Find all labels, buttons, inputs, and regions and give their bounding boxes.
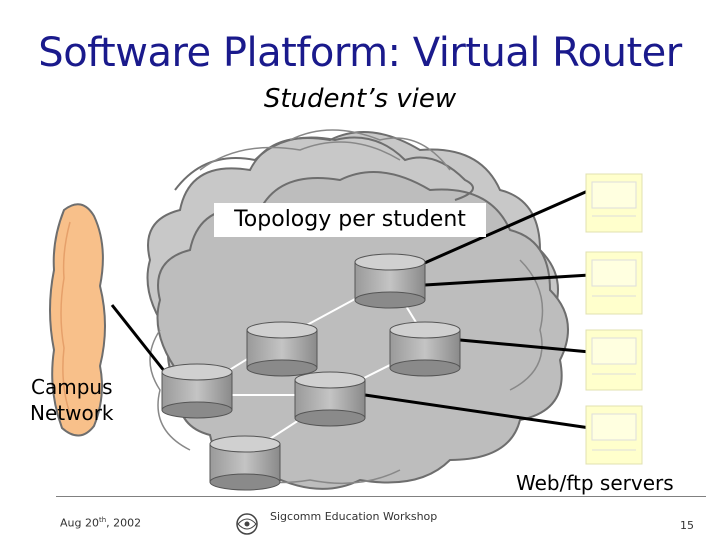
slide-title: Software Platform: Virtual Router [38,30,682,76]
web-ftp-server [585,251,643,315]
server-connector [424,273,591,287]
footer-date-main: Aug 20 [60,516,99,530]
web-ftp-server [585,173,643,233]
campus-label-line2: Network [30,401,114,425]
footer-event-name: Sigcomm Education Workshop [270,510,438,523]
router [354,253,426,309]
web-ftp-server [585,329,643,391]
campus-network-label: Campus Network [30,374,114,426]
server-connector [459,338,591,354]
router [161,363,233,419]
server-connector [419,188,591,267]
web-ftp-server [585,405,643,465]
topology-cloud-stack [146,129,569,490]
router [246,321,318,377]
topology-label: Topology per student [214,203,486,237]
servers-label: Web/ftp servers [516,471,674,495]
footer-date: Aug 20th, 2002 [60,516,141,530]
slide-subtitle: Student’s view [263,84,457,114]
footer-date-year: , 2002 [106,516,142,530]
router [209,435,281,491]
campus-label-line1: Campus [31,375,113,399]
footer-divider [56,496,706,497]
connector-lines [110,188,591,430]
page-number: 15 [680,519,694,532]
router [294,371,366,427]
server-connector [364,393,591,430]
campus-connector [110,304,167,373]
router [389,321,461,377]
workshop-logo-icon [236,513,258,535]
footer-date-sup: th [98,516,107,524]
campus-network-cloud [49,203,106,437]
